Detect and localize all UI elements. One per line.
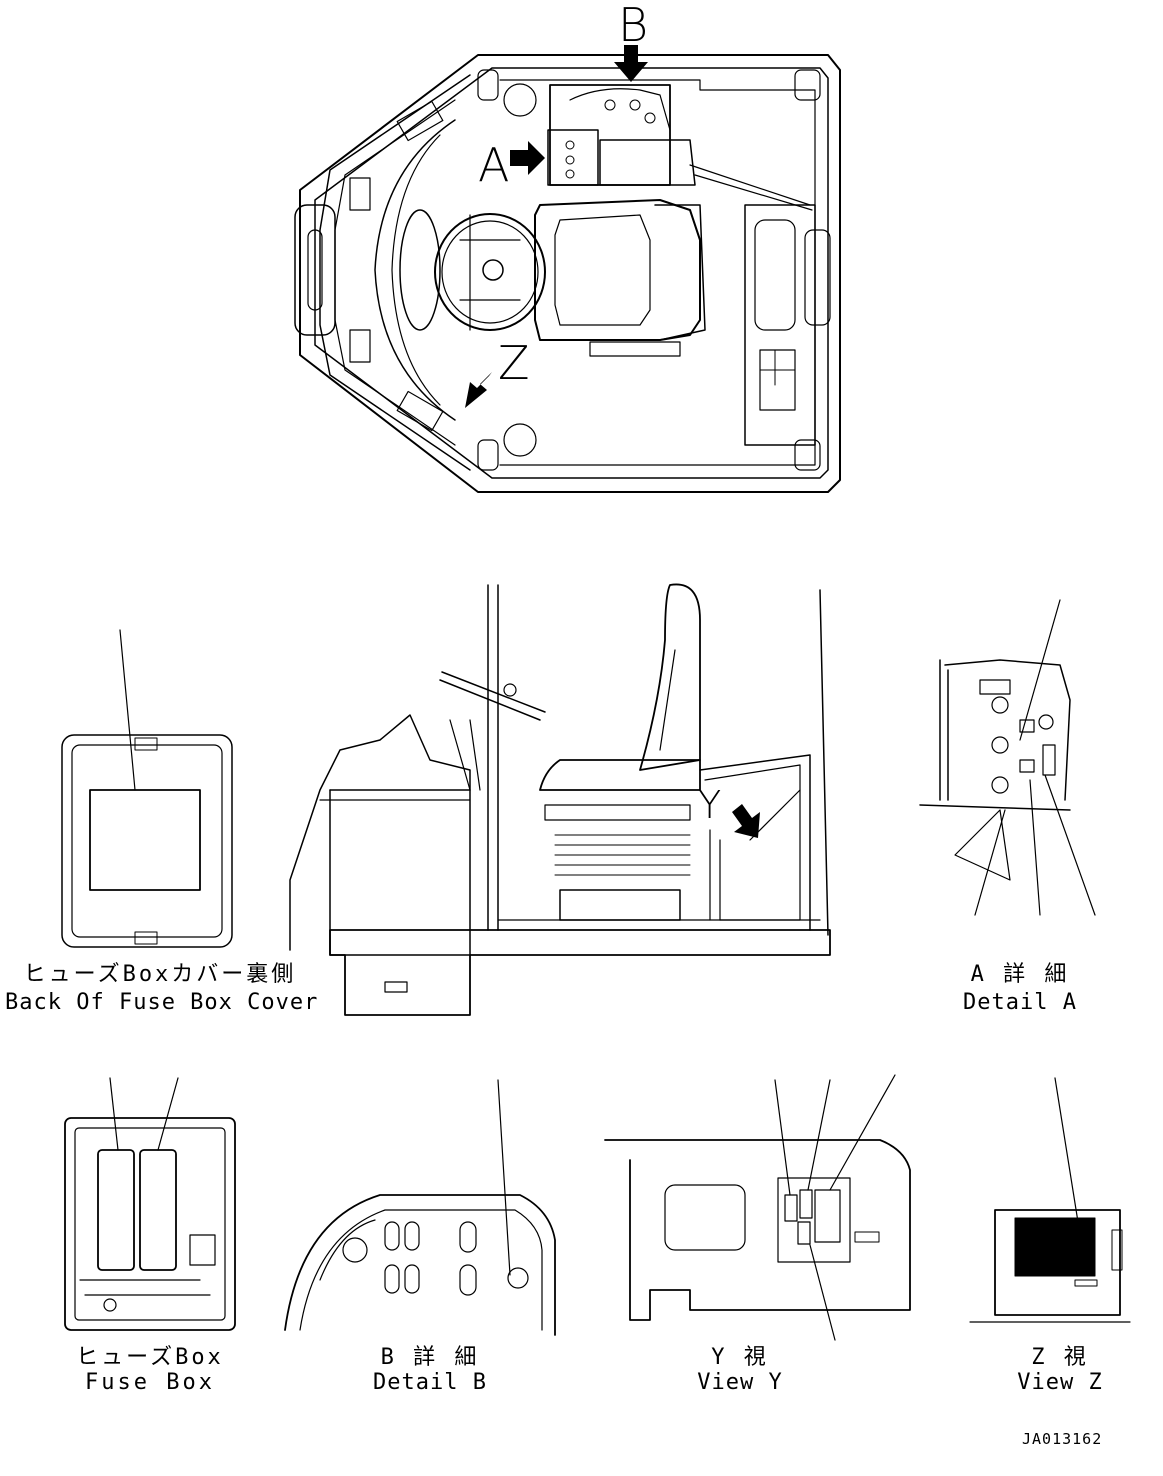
arrow-b [614,45,648,82]
view-z-view [969,1077,1131,1323]
fuse-cover-view [61,629,233,948]
caption-detail-b-jp: B 詳 細 [380,1345,480,1370]
caption-view-y-jp: Y 視 [711,1345,769,1370]
caption-detail-a-en: Detail A [963,990,1077,1015]
marker-a: A [478,138,510,192]
caption-fuse-cover-jp: ヒューズBoxカバー裏側 [23,962,297,987]
caption-view-z-jp: Z 視 [1031,1345,1089,1370]
arrow-a [510,141,545,175]
marker-b: B [618,0,649,52]
marker-z: Z [498,336,530,390]
view-y-view [604,1074,911,1341]
caption-view-y-en: View Y [697,1370,783,1395]
fuse-box-view [64,1077,236,1331]
caption-fuse-box-jp: ヒューズBox [76,1345,224,1370]
caption-fuse-box-en: Fuse Box [85,1370,215,1395]
caption-fuse-cover-en: Back Of Fuse Box Cover [5,990,319,1015]
cab-side-view [289,583,831,1016]
arrow-y [732,804,760,838]
arrow-z [465,372,492,408]
marker-y: Y [698,783,722,827]
detail-b-view [284,1079,556,1336]
detail-a-view [919,599,1096,916]
caption-detail-b-en: Detail B [373,1370,487,1395]
caption-view-z-en: View Z [1017,1370,1103,1395]
caption-detail-a-jp: A 詳 細 [970,962,1070,987]
drawing-code: JA013162 [1022,1430,1103,1448]
cab-top-view [294,45,841,493]
